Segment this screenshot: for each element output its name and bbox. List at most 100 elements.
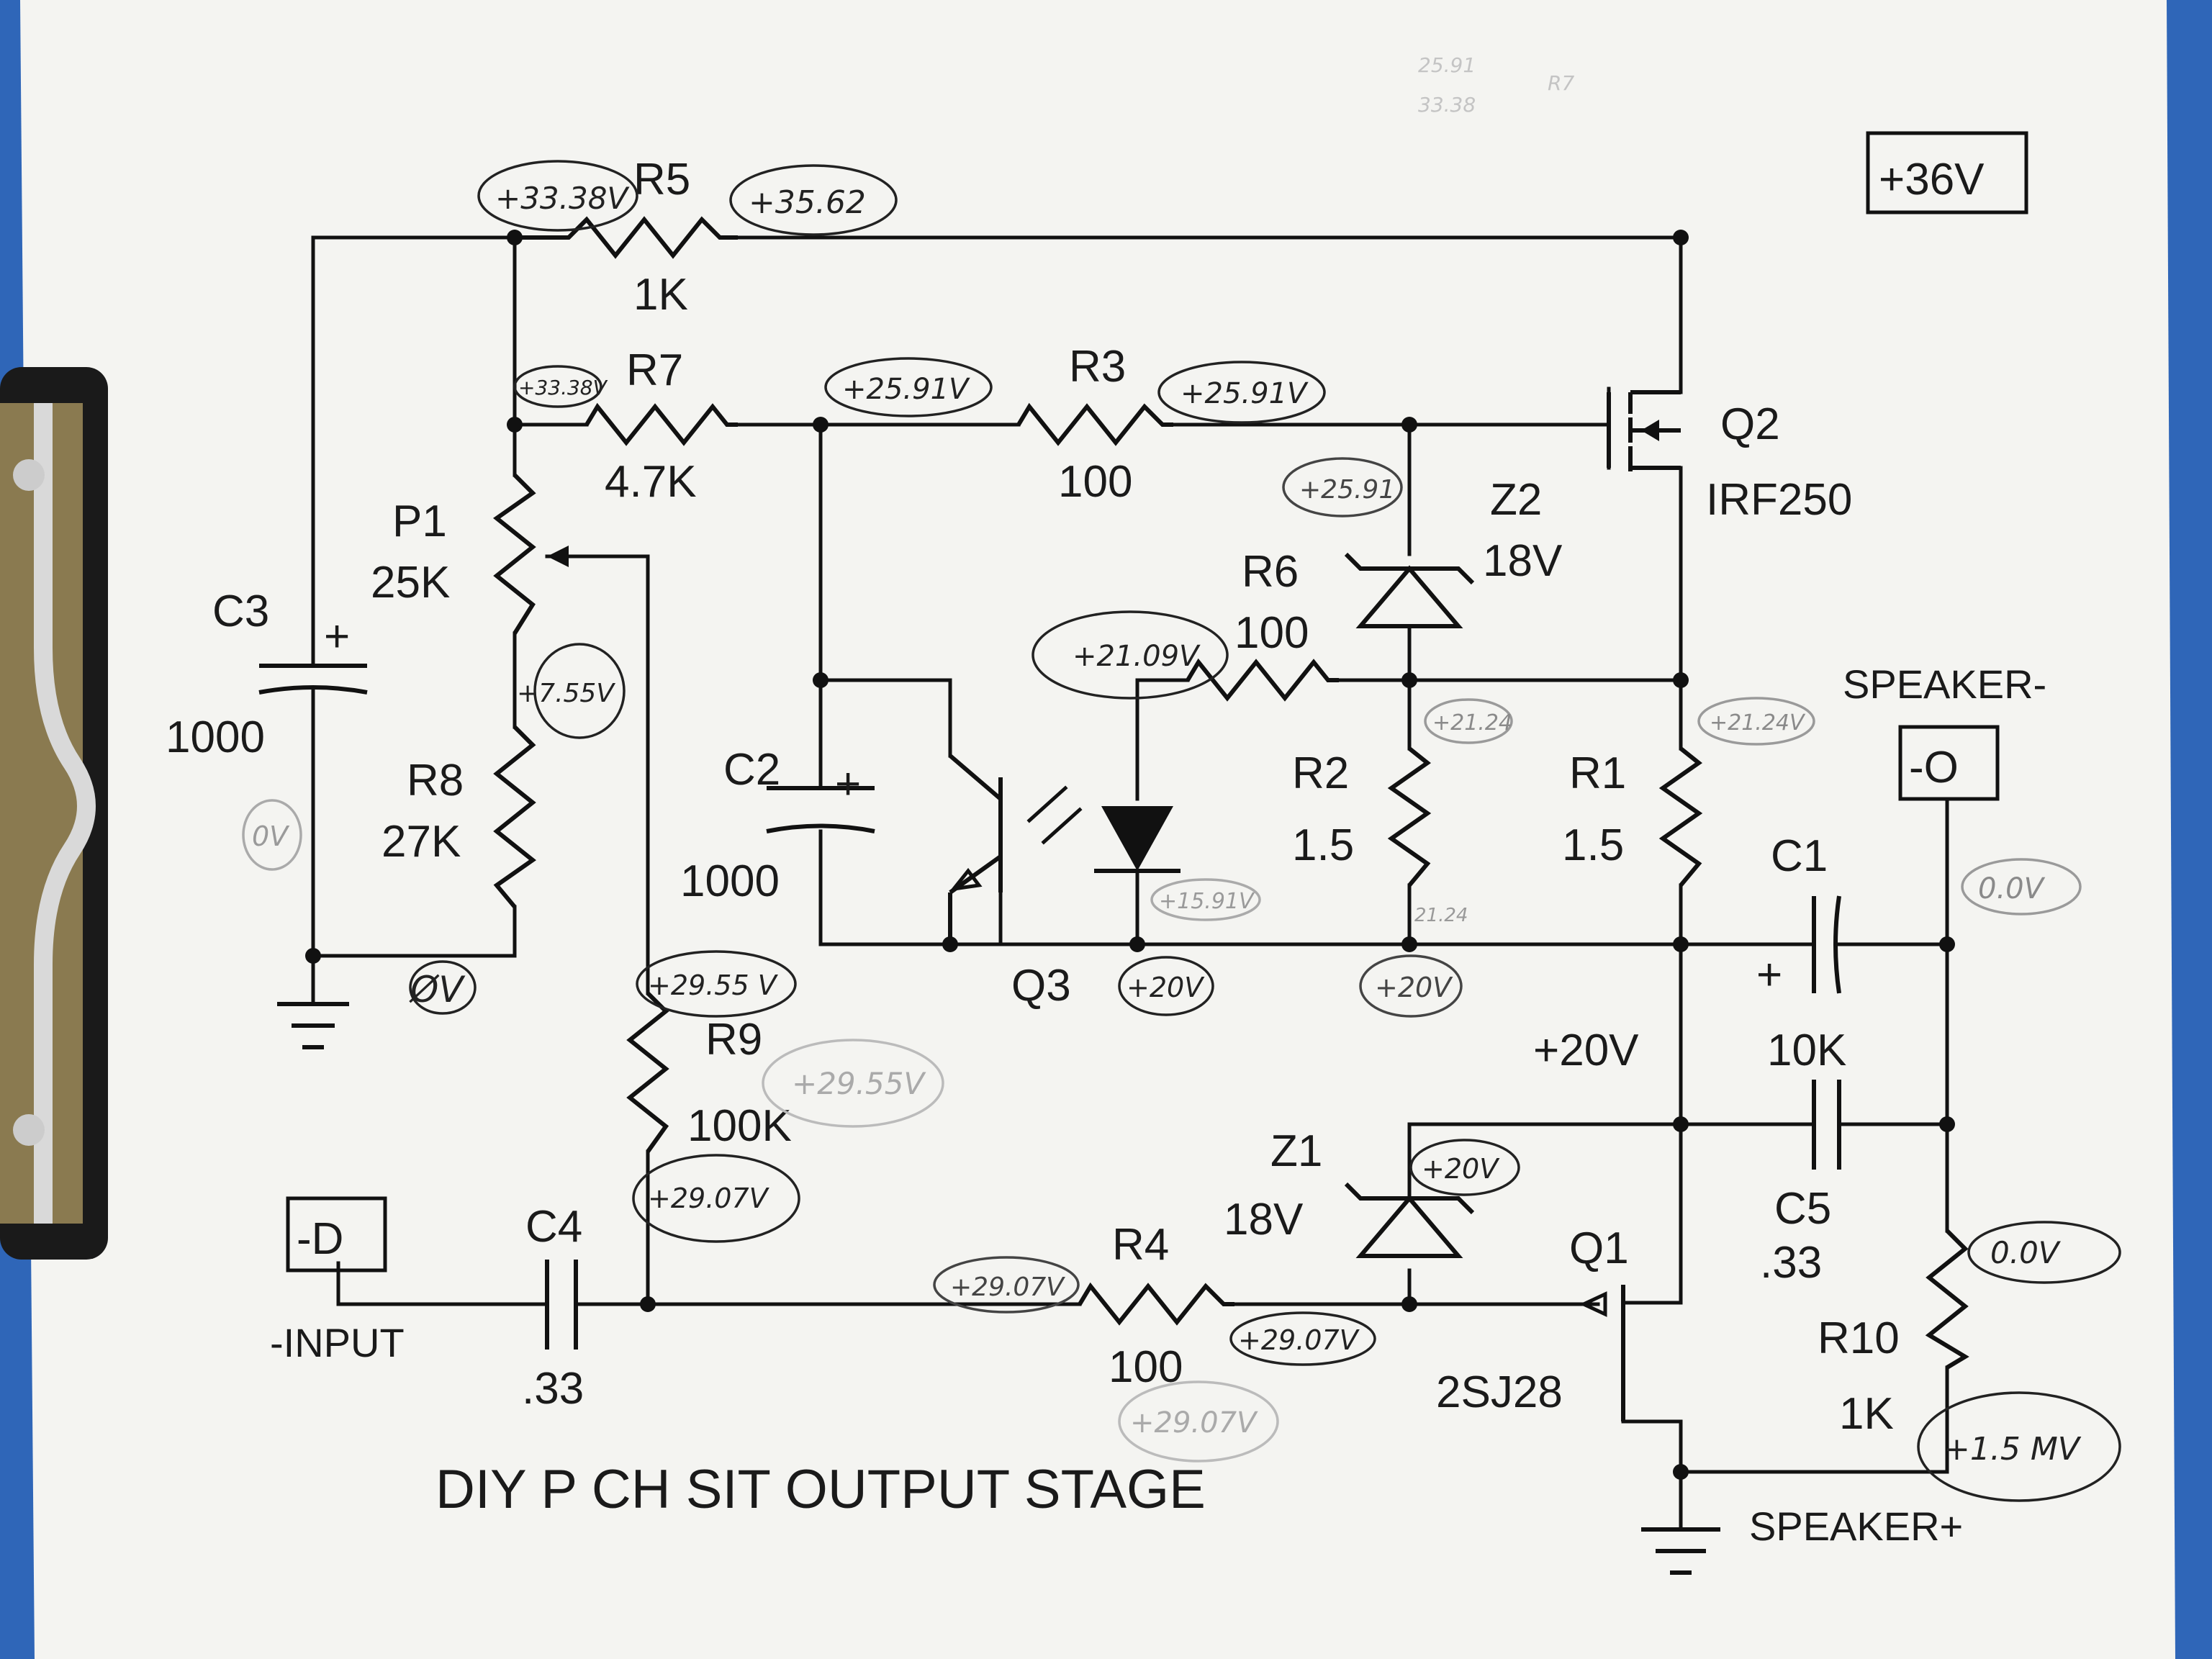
resistor-r3-symbol [1016,402,1173,446]
note-r9-bottom: +29.07V [648,1183,770,1214]
clipboard-clip [0,367,108,1260]
c5-name: C5 [1774,1184,1831,1234]
c1-plus: + [1756,950,1782,1000]
resistor-r7-symbol [584,402,738,446]
c4-value: .33 [522,1364,584,1414]
p1-value: 25K [371,558,450,607]
note-r4-right: +29.07V [1238,1324,1360,1356]
c3-name: C3 [212,587,269,636]
note-corner-1: 25.91 [1418,53,1476,77]
resistor-r10-symbol [1925,1229,1969,1370]
r6-value: 100 [1234,608,1309,658]
note-z2-top: +25.91 [1299,475,1395,505]
mosfet-q2-symbol [1607,390,1681,471]
note-r2-bottom: 21.24 [1414,905,1468,926]
note-gnd-zero: ØV [409,969,466,1011]
r8-value: 27K [382,817,461,867]
note-q3-node: +20V [1127,972,1205,1003]
zener-z1-symbol [1344,1182,1475,1258]
z1-name: Z1 [1270,1126,1322,1176]
c5-value: .33 [1760,1238,1822,1288]
zener-z2-symbol [1344,552,1475,628]
c2-value: 1000 [680,856,780,906]
resistor-r1-symbol [1658,746,1703,887]
note-r8-top: +7.55V [517,679,615,708]
capacitor-c4-symbol [545,1260,578,1350]
r9-name: R9 [705,1015,762,1064]
capacitor-c3-symbol [258,646,368,837]
note-r4-faint: +29.07V [1130,1406,1258,1439]
note-r7-left: +33.38V [518,376,608,399]
speaker-plus-label: SPEAKER+ [1749,1504,1963,1549]
schematic-title: DIY P CH SIT OUTPUT STAGE [435,1459,1206,1520]
note-c3-zero: 0V [252,821,290,852]
z2-name: Z2 [1490,475,1542,525]
resistor-r9-symbol [626,991,669,1153]
input-terminal-label: -D [297,1214,343,1264]
note-r5-right: +35.62 [749,184,866,221]
note-r9-top: +29.55 V [648,969,779,1001]
rail-20v-label: +20V [1533,1026,1639,1075]
paper-sheet [20,0,2175,1659]
input-terminal-box [286,1196,387,1272]
c1-value: 10K [1767,1026,1846,1075]
r4-name: R4 [1112,1220,1169,1270]
c2-plus: + [835,759,861,809]
c1-name: C1 [1771,831,1828,881]
resistor-r4-symbol [1078,1282,1234,1326]
r7-value: 4.7K [605,457,697,507]
r9-value: 100K [687,1101,792,1151]
jfet-q1-symbol [1579,1285,1625,1421]
supply-box [1866,131,2028,214]
supply-label: +36V [1879,155,1985,204]
r2-name: R2 [1292,749,1349,798]
note-r3-right: +25.91V [1181,377,1309,410]
capacitor-c2-symbol [766,786,875,833]
note-corner-3: R7 [1548,71,1574,95]
resistor-r8-symbol [493,725,537,908]
note-r1-top: +21.24V [1710,710,1806,736]
r10-value: 1K [1839,1389,1894,1439]
c3-plus: + [324,612,350,661]
ground-symbol-right [1641,1527,1720,1575]
r8-name: R8 [407,756,464,805]
led-symbol [1094,806,1181,873]
note-r5-left: +33.38V [495,181,630,216]
note-r10-bottom: +1.5 MV [1944,1431,2082,1468]
z2-value: 18V [1483,536,1563,586]
c4-name: C4 [525,1202,582,1252]
capacitor-c1-symbol [1812,895,1841,994]
r5-name: R5 [633,155,690,204]
resistor-r5-symbol [515,216,738,259]
q2-value: IRF250 [1706,475,1852,525]
handwritten-annotations: +33.38V +35.62 +33.38V +25.91V +25.91V +… [242,53,2121,1502]
wires [311,235,1949,1532]
ground-symbol-left [277,1002,349,1049]
note-r10-top: 0.0V [1990,1235,2062,1270]
note-r4-left: +29.07V [950,1272,1065,1302]
phototransistor-q3-symbol [948,754,1083,944]
z1-value: 18V [1224,1195,1304,1244]
resistor-r2-symbol [1387,746,1432,887]
p1-name: P1 [392,497,447,546]
r1-value: 1.5 [1562,821,1624,870]
speaker-minus-label: SPEAKER- [1843,661,2046,707]
note-r9-faint: +29.55V [792,1066,926,1101]
r2-value: 1.5 [1292,821,1354,870]
r1-name: R1 [1569,749,1626,798]
note-output-node: 0.0V [1978,872,2046,905]
note-corner-2: 33.38 [1418,93,1476,117]
r3-value: 100 [1058,457,1132,507]
output-terminal-label: -O [1909,743,1959,792]
note-r2-top: +21.24 [1432,710,1512,736]
q2-name: Q2 [1720,399,1780,449]
potentiometer-p1-symbol [492,473,569,635]
note-led-bottom: +15.91V [1159,889,1255,914]
q1-name: Q1 [1569,1224,1629,1273]
q3-name: Q3 [1011,961,1071,1011]
resistor-r6-symbol [1186,658,1339,702]
r5-value: 1K [633,270,688,320]
capacitor-c5-symbol [1812,1080,1841,1170]
r3-name: R3 [1069,342,1126,392]
